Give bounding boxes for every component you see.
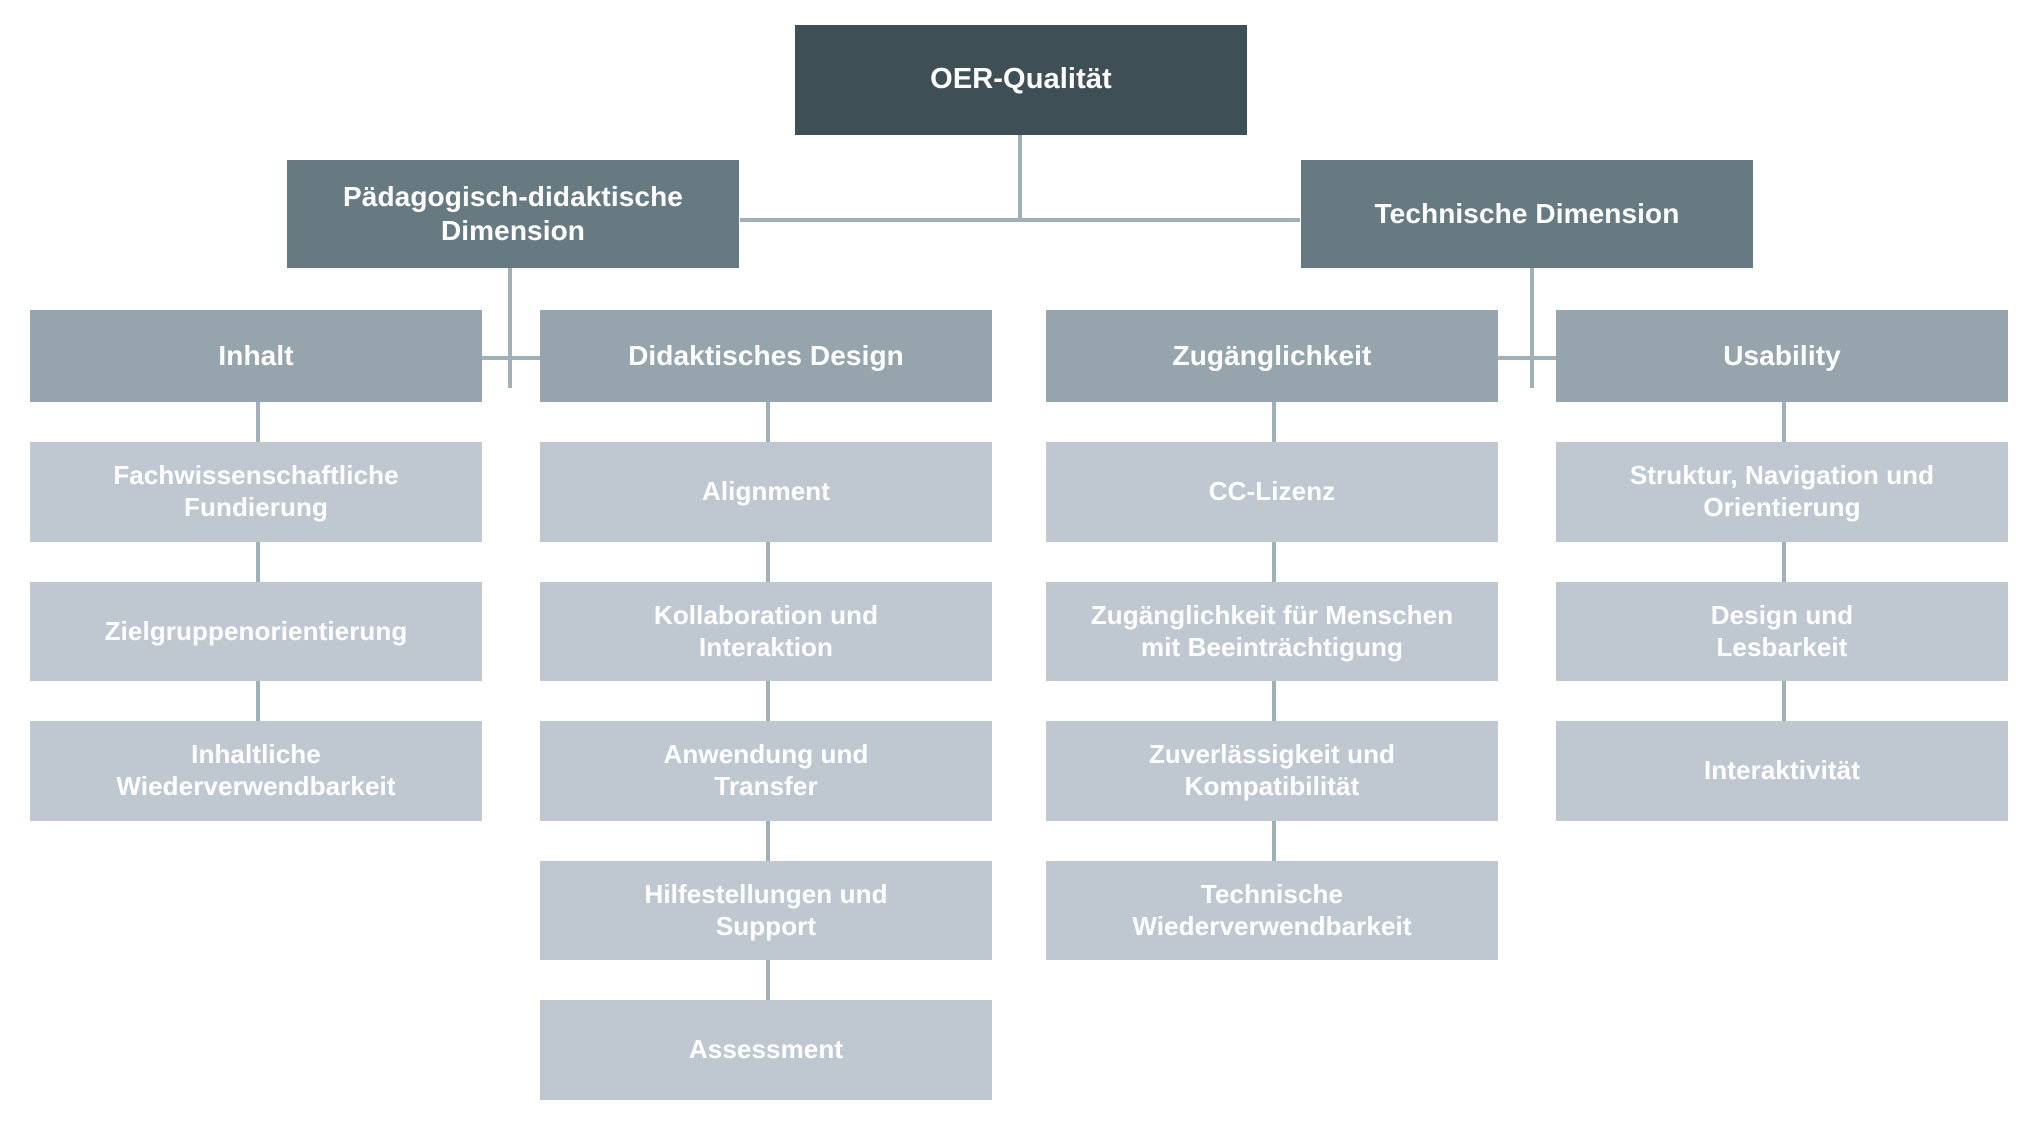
connector-dim2-down [1530,268,1534,388]
connector-col3-spine [1272,542,1276,582]
node-criterion-fachwissenschaftliche-fundierung[interactable]: Fachwissenschaftliche Fundierung [30,442,482,542]
node-criterion-zuverlaessigkeit-und-kompatibilitaet[interactable]: Zuverlässigkeit und Kompatibilität [1046,721,1498,821]
connector-col4-spine [1782,542,1786,582]
node-criterion-interaktivitaet[interactable]: Interaktivität [1556,721,2008,821]
connector-col2-spine [766,542,770,582]
node-dimension-technisch[interactable]: Technische Dimension [1301,160,1753,268]
node-criterion-alignment[interactable]: Alignment [540,442,992,542]
connector-col4-spine [1782,681,1786,721]
connector-dim1-bar [370,356,655,360]
node-criterion-hilfestellungen-und-support[interactable]: Hilfestellungen und Support [540,861,992,960]
node-category-usability[interactable]: Usability [1556,310,2008,402]
connector-col2-spine [766,402,770,442]
connector-dim1-down [508,268,512,388]
node-criterion-zugaenglichkeit-beeintraechtigung[interactable]: Zugänglichkeit für Menschen mit Beeinträ… [1046,582,1498,681]
connector-col3-spine [1272,821,1276,861]
connector-col1-spine [256,402,260,442]
connector-col2-spine [766,821,770,861]
node-category-zugaenglichkeit[interactable]: Zugänglichkeit [1046,310,1498,402]
node-criterion-design-und-lesbarkeit[interactable]: Design und Lesbarkeit [1556,582,2008,681]
connector-dimensions-bar [740,218,1300,222]
connector-root-down [1018,135,1022,220]
node-criterion-zielgruppenorientierung[interactable]: Zielgruppenorientierung [30,582,482,681]
connector-col3-spine [1272,681,1276,721]
node-root-oer-qualitaet[interactable]: OER-Qualität [795,25,1247,135]
connector-col1-spine [256,542,260,582]
node-category-didaktisches-design[interactable]: Didaktisches Design [540,310,992,402]
connector-col1-spine [256,681,260,721]
connector-col2-spine [766,681,770,721]
connector-col2-spine [766,960,770,1000]
node-criterion-assessment[interactable]: Assessment [540,1000,992,1100]
node-criterion-technische-wiederverwendbarkeit[interactable]: Technische Wiederverwendbarkeit [1046,861,1498,960]
node-criterion-kollaboration-und-interaktion[interactable]: Kollaboration und Interaktion [540,582,992,681]
node-criterion-struktur-navigation-orientierung[interactable]: Struktur, Navigation und Orientierung [1556,442,2008,542]
node-criterion-anwendung-und-transfer[interactable]: Anwendung und Transfer [540,721,992,821]
node-dimension-paedagogisch-didaktisch[interactable]: Pädagogisch-didaktische Dimension [287,160,739,268]
connector-col3-spine [1272,402,1276,442]
node-criterion-cc-lizenz[interactable]: CC-Lizenz [1046,442,1498,542]
connector-col4-spine [1782,402,1786,442]
node-category-inhalt[interactable]: Inhalt [30,310,482,402]
node-criterion-inhaltliche-wiederverwendbarkeit[interactable]: Inhaltliche Wiederverwendbarkeit [30,721,482,821]
